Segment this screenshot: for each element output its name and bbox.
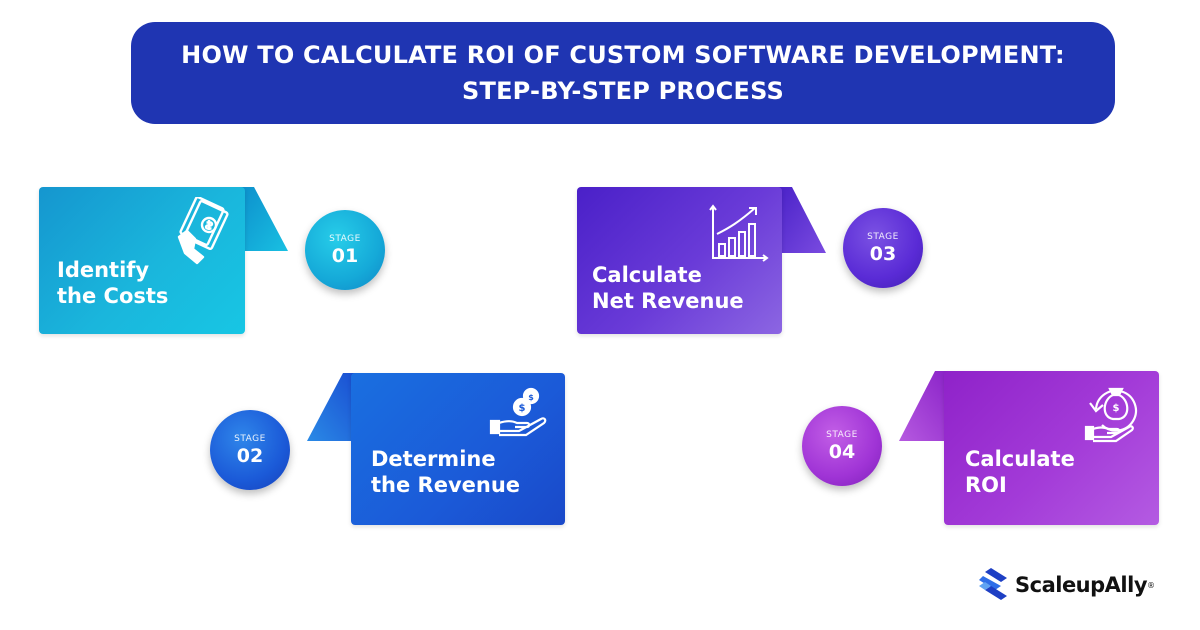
stage-2-card: $ $ Determine the Revenue: [351, 373, 565, 525]
stage-1-card: Identify the Costs: [39, 187, 245, 334]
svg-text:$: $: [528, 393, 534, 402]
logo-registered-mark: ®: [1147, 580, 1156, 590]
stage-4-badge: STAGE 04: [802, 406, 882, 486]
stage-2-number: 02: [236, 444, 264, 467]
stage-1-tab: [240, 187, 288, 251]
growth-chart-icon: [709, 204, 769, 262]
scaleupally-logo: ScaleupAlly®: [979, 568, 1155, 602]
stage-3-number: 03: [869, 242, 897, 265]
stage-1-badge: STAGE 01: [305, 210, 385, 290]
cash-in-hand-icon: [177, 197, 229, 265]
stage-3-card: Calculate Net Revenue: [577, 187, 782, 334]
stage-2-title: Determine the Revenue: [371, 447, 521, 497]
stage-3-tab: [778, 187, 826, 253]
money-bag-return-icon: $: [1084, 387, 1137, 443]
title-banner: HOW TO CALCULATE ROI OF CUSTOM SOFTWARE …: [131, 22, 1115, 124]
stage-3-badge: STAGE 03: [843, 208, 923, 288]
stage-4-tab: [899, 371, 949, 441]
stage-4-number: 04: [828, 440, 856, 463]
stage-4-title: Calculate ROI: [965, 447, 1075, 497]
title-line-2: STEP-BY-STEP PROCESS: [462, 77, 784, 105]
stage-4-card: $ Calculate ROI: [944, 371, 1159, 525]
stage-1-number: 01: [331, 244, 359, 267]
stage-3-label: STAGE: [867, 231, 899, 242]
stage-2-label: STAGE: [234, 433, 266, 444]
stage-1-label: STAGE: [329, 233, 361, 244]
stage-1-title: Identify the Costs: [57, 258, 169, 308]
logo-text: ScaleupAlly: [1015, 573, 1148, 597]
svg-text:$: $: [519, 403, 526, 414]
coins-in-hand-icon: $ $: [489, 387, 547, 437]
title-line-1: HOW TO CALCULATE ROI OF CUSTOM SOFTWARE …: [181, 41, 1065, 69]
svg-text:$: $: [1113, 403, 1120, 414]
stage-2-tab: [307, 373, 357, 441]
stage-4-label: STAGE: [826, 429, 858, 440]
scaleupally-mark-icon: [979, 568, 1007, 600]
stage-3-title: Calculate Net Revenue: [592, 263, 744, 313]
stage-2-badge: STAGE 02: [210, 410, 290, 490]
